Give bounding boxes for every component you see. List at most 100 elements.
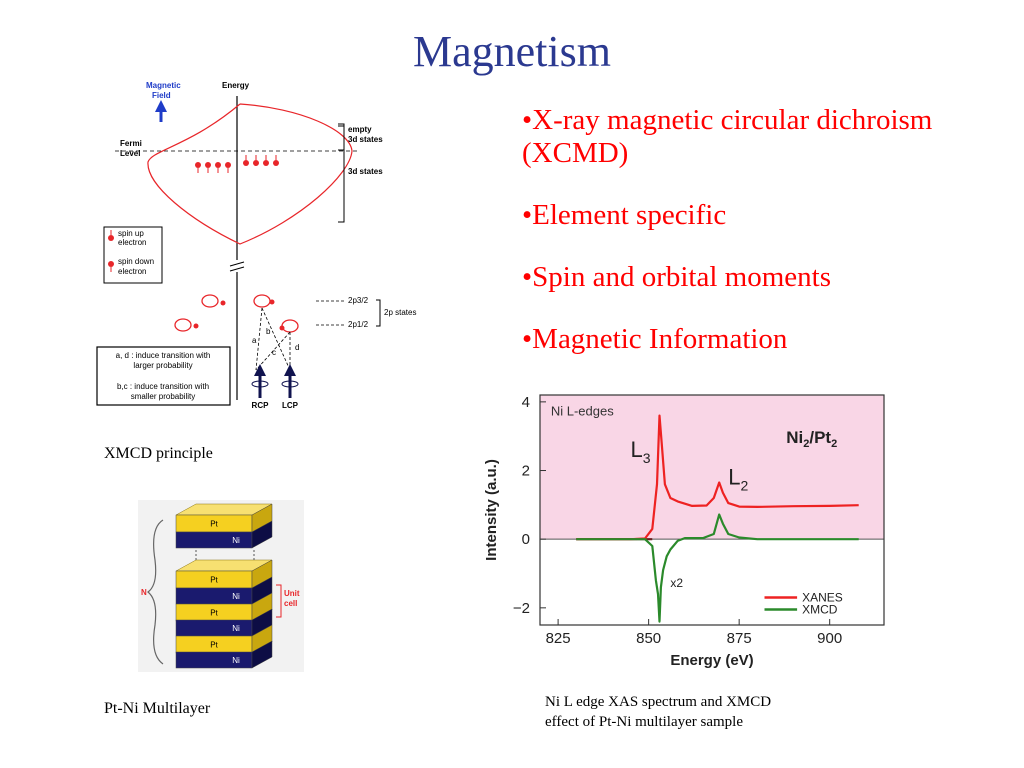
fermi-label-2: Level bbox=[120, 149, 140, 158]
bullet-spin-orbital: •Spin and orbital moments bbox=[522, 261, 831, 293]
xmcd-principle-diagram: Magnetic Field Energy Fermi Level empty … bbox=[96, 81, 416, 410]
y-tick-label: 4 bbox=[522, 394, 530, 411]
x2-label: x2 bbox=[670, 576, 683, 590]
sample-label-sub2: 2 bbox=[831, 438, 837, 450]
note-bc: b,c : induce transition with bbox=[117, 382, 209, 391]
layer-ni bbox=[175, 619, 253, 637]
2p12-label: 2p1/2 bbox=[348, 320, 369, 329]
n-label: N bbox=[141, 588, 147, 597]
x-tick-label: 825 bbox=[546, 630, 571, 647]
caption-spectrum: Ni L edge XAS spectrum and XMCD effect o… bbox=[545, 692, 771, 732]
caption-spectrum-line2: effect of Pt-Ni multilayer sample bbox=[545, 714, 743, 730]
spin-down-label-2: electron bbox=[118, 267, 146, 276]
x-tick-label: 850 bbox=[636, 630, 661, 647]
ni-l-edges-annotation: Ni L-edges bbox=[551, 404, 614, 419]
axis-break-1 bbox=[229, 261, 245, 267]
chart-legend: XANES XMCD bbox=[764, 591, 843, 617]
series-xanes bbox=[576, 414, 859, 541]
2p-bracket bbox=[376, 299, 381, 327]
unit-cell-label: Unit bbox=[284, 589, 300, 598]
spin-down-icon bbox=[108, 261, 114, 267]
layer-side-face bbox=[251, 520, 273, 549]
empty-states-label: empty bbox=[348, 125, 372, 134]
x-tick-label: 875 bbox=[727, 630, 752, 647]
axis-break-2 bbox=[229, 266, 245, 272]
l2-label: L2 bbox=[728, 464, 748, 493]
caption-spectrum-line1: Ni L edge XAS spectrum and XMCD bbox=[545, 694, 772, 710]
spin-up-label-2: electron bbox=[118, 238, 146, 247]
electron-spins bbox=[197, 155, 277, 173]
transition-note-box bbox=[96, 346, 231, 406]
layer-label: Ni bbox=[232, 536, 240, 545]
caption-multilayer: Pt-Ni Multilayer bbox=[104, 700, 211, 717]
layer-ni bbox=[175, 531, 253, 549]
layer-ni bbox=[175, 587, 253, 605]
sample-label-sub1: 2 bbox=[803, 438, 809, 450]
layer-label: Pt bbox=[210, 641, 218, 650]
note-ad-2: larger probability bbox=[133, 361, 192, 370]
spin-up-icon bbox=[108, 235, 114, 241]
x-axis-label: Energy (eV) bbox=[670, 652, 753, 669]
sample-label-pt: /Pt bbox=[809, 428, 831, 447]
rcp-label: RCP bbox=[252, 401, 270, 410]
legend-xmcd-label: XMCD bbox=[802, 603, 838, 617]
magnetic-field-label: Magnetic bbox=[146, 81, 181, 90]
orbit-electrons bbox=[193, 299, 285, 331]
empty-states-label-2: 3d states bbox=[348, 135, 383, 144]
bullet-list: •X-ray magnetic circular dichroism (XCMD… bbox=[522, 104, 1022, 385]
bullet-magnetic-info: •Magnetic Information bbox=[522, 323, 788, 355]
bullet-element-specific: •Element specific bbox=[522, 199, 727, 231]
layer-label: Ni bbox=[232, 592, 240, 601]
lcp-rotation-icon bbox=[281, 380, 299, 388]
y-tick-label: 0 bbox=[522, 531, 530, 548]
layer-label: Pt bbox=[210, 520, 218, 529]
note-bc-2: smaller probability bbox=[131, 392, 195, 401]
l3-sub: 3 bbox=[643, 450, 651, 466]
electrons-row bbox=[195, 160, 279, 168]
legend-xanes-label: XANES bbox=[802, 591, 843, 605]
l2-sub: 2 bbox=[741, 477, 749, 493]
unit-cell-bracket bbox=[276, 584, 282, 618]
layer-label: Pt bbox=[210, 576, 218, 585]
caption-xmcd-principle: XMCD principle bbox=[104, 445, 213, 462]
sample-label: Ni2/Pt2 bbox=[786, 428, 837, 450]
energy-label: Energy bbox=[222, 81, 250, 90]
y-axis-label: Intensity (a.u.) bbox=[484, 459, 500, 561]
layer-label: Pt bbox=[210, 609, 218, 618]
y-tick-label: 2 bbox=[522, 463, 530, 480]
page-title: Magnetism bbox=[413, 27, 611, 76]
3d-states-label: 3d states bbox=[348, 167, 383, 176]
chart-bg-positive bbox=[540, 395, 884, 540]
layer-label: Ni bbox=[232, 624, 240, 633]
spin-down-label: spin down bbox=[118, 257, 154, 266]
note-ad: a, d : induce transition with bbox=[116, 351, 211, 360]
transition-a-label: a bbox=[252, 336, 257, 345]
layer-ni bbox=[175, 651, 253, 669]
unit-cell-label-2: cell bbox=[284, 599, 297, 608]
bullet-xmcd: •X-ray magnetic circular dichroism (XCMD… bbox=[522, 104, 933, 169]
y-tick-label: −2 bbox=[513, 600, 530, 617]
empty-bracket bbox=[338, 125, 345, 151]
fermi-label: Fermi bbox=[120, 139, 142, 148]
lcp-label: LCP bbox=[282, 401, 299, 410]
chart-frame bbox=[539, 394, 885, 626]
spin-legend-box bbox=[103, 226, 163, 284]
sample-label-ni: Ni bbox=[786, 428, 803, 447]
2p32-label: 2p3/2 bbox=[348, 296, 369, 305]
2p-states-label: 2p states bbox=[384, 308, 416, 317]
magnetic-field-label-2: Field bbox=[152, 91, 171, 100]
3d-bracket bbox=[338, 123, 345, 223]
spin-up-label: spin up bbox=[118, 229, 144, 238]
transition-d-label: d bbox=[295, 343, 299, 352]
l2-letter: L bbox=[728, 464, 740, 489]
layer-side-face bbox=[251, 640, 273, 669]
3d-band-curve bbox=[147, 103, 353, 245]
transition-lines bbox=[255, 307, 291, 371]
rcp-rotation-icon bbox=[251, 380, 269, 388]
series-xmcd bbox=[576, 513, 859, 623]
transition-b-label: b bbox=[266, 327, 271, 336]
l3-label: L3 bbox=[631, 437, 651, 466]
